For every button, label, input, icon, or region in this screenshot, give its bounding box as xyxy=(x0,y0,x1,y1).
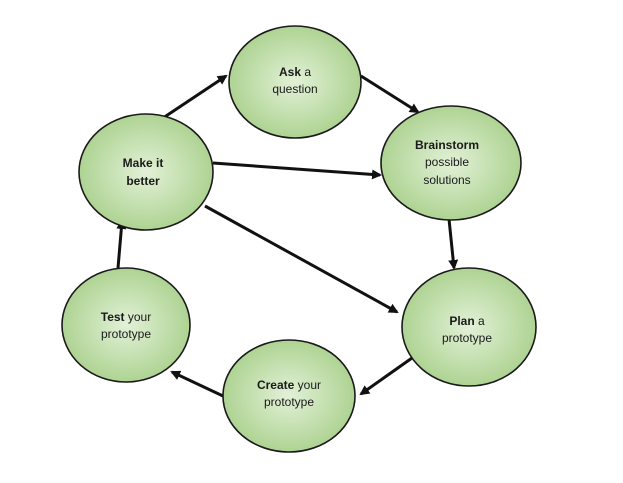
node-plan: Plan a prototype xyxy=(401,267,537,387)
node-brainstorm-line2: possible xyxy=(425,155,469,169)
node-plan-line1: Plan a xyxy=(449,314,485,328)
node-create-line2: prototype xyxy=(264,395,314,409)
arrow-improve-to-plan xyxy=(204,204,399,314)
arrow-ask-to-brainstorm xyxy=(360,74,420,114)
node-ask: Ask a question xyxy=(228,25,362,139)
node-improve: Make it better xyxy=(78,113,214,231)
node-plan-shape xyxy=(401,267,537,387)
node-brainstorm-line3: solutions xyxy=(423,173,470,187)
node-brainstorm-title: Brainstorm xyxy=(415,138,479,152)
node-brainstorm: Brainstorm possible solutions xyxy=(380,105,522,221)
node-ask-line1: Ask a xyxy=(279,65,311,79)
node-test-shape xyxy=(61,267,191,383)
arrow-plan-to-create xyxy=(359,356,413,396)
node-improve-line1: Make it xyxy=(123,156,164,170)
node-test: Test your prototype xyxy=(61,267,191,383)
node-test-line1: Test your xyxy=(101,310,151,324)
node-improve-line2: better xyxy=(126,174,160,188)
node-create-shape xyxy=(222,339,356,453)
arrow-test-to-improve xyxy=(116,219,127,269)
node-plan-line2: prototype xyxy=(442,331,492,345)
arrow-brainstorm-to-plan xyxy=(447,218,459,270)
arrow-improve-to-ask xyxy=(162,74,228,120)
node-ask-shape xyxy=(228,25,362,139)
node-create: Create your prototype xyxy=(222,339,356,453)
node-improve-shape xyxy=(78,113,214,231)
arrow-improve-to-brainstorm xyxy=(212,161,382,180)
arrow-create-to-test xyxy=(170,370,224,398)
edges xyxy=(116,74,459,398)
node-ask-line2: question xyxy=(272,82,317,96)
node-create-line1: Create your xyxy=(257,378,321,392)
node-test-line2: prototype xyxy=(101,327,151,341)
node-brainstorm-shape xyxy=(380,105,522,221)
